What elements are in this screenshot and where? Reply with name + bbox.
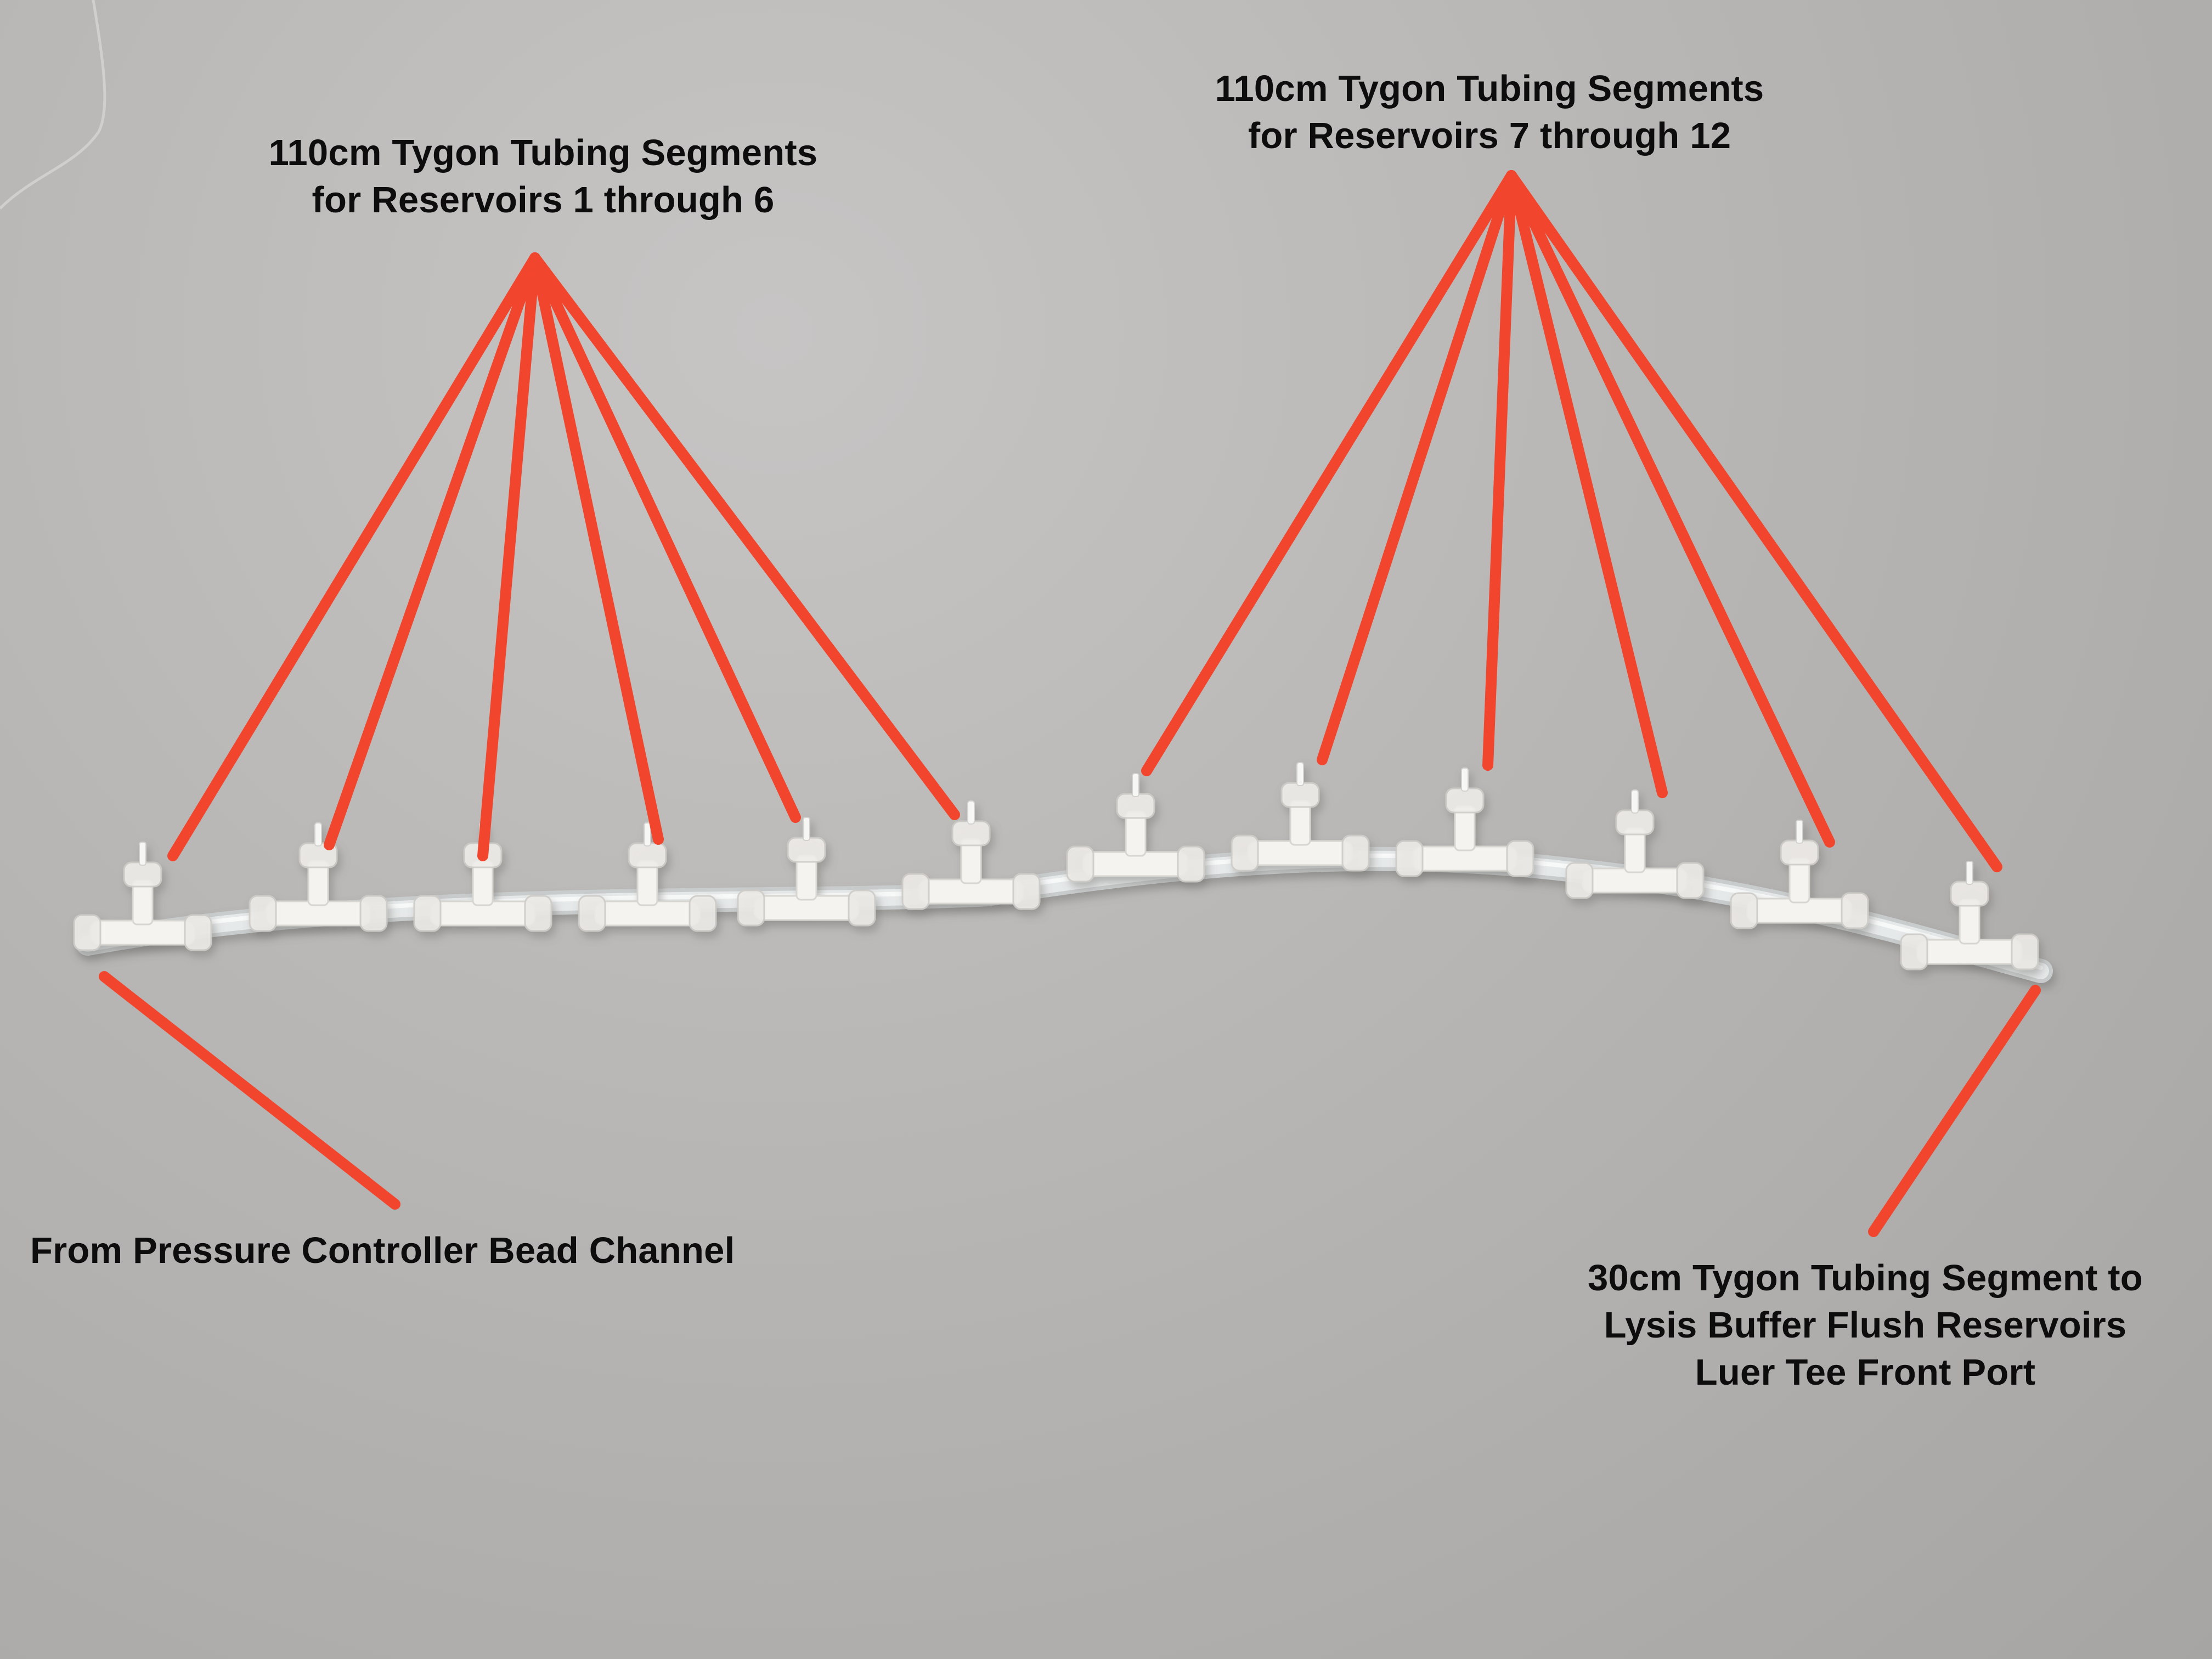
annotation-arrow (1506, 170, 2002, 872)
annotation-arrow (324, 252, 540, 850)
annotation-arrow (167, 252, 540, 861)
luer-tee-fitting (249, 822, 388, 932)
reservoirs-7-12-line2: for Reservoirs 7 through 12 (1248, 115, 1731, 156)
luer-tee-fitting (901, 800, 1041, 910)
reservoirs-1-6-line1: 110cm Tygon Tubing Segments (268, 132, 818, 173)
luer-tee-fitting (1231, 762, 1370, 872)
reservoirs-1-6-line2: for Reservoirs 1 through 6 (312, 179, 775, 221)
luer-tee-fitting (1730, 820, 1869, 929)
luer-tee-fitting (1900, 861, 2039, 970)
outlet-line1: 30cm Tygon Tubing Segment to (1588, 1257, 2143, 1299)
annotation-arrow (1317, 170, 1517, 765)
luer-tee-fitting (1066, 773, 1205, 883)
luer-tee-fittings (73, 762, 2039, 970)
annotation-arrow (1141, 170, 1517, 776)
reservoirs-7-12-line1: 110cm Tygon Tubing Segments (1215, 68, 1764, 109)
inlet-label: From Pressure Controller Bead Channel (30, 1227, 760, 1274)
luer-tee-fitting (1565, 789, 1705, 899)
annotation-arrow (1506, 170, 1668, 798)
stray-tubing (0, 0, 106, 210)
annotation-arrow (529, 252, 960, 820)
luer-tee-fitting (413, 822, 552, 932)
annotation-arrow (529, 252, 664, 845)
inlet-line1: From Pressure Controller Bead Channel (30, 1230, 735, 1271)
luer-tee-fitting (578, 822, 717, 932)
outlet-line2: Lysis Buffer Flush Reservoirs (1604, 1305, 2127, 1346)
annotation-arrow (1482, 170, 1517, 771)
annotation-arrow (477, 252, 540, 861)
luer-tee-fitting (73, 842, 212, 951)
annotation-arrows (99, 170, 2041, 1237)
outlet-line3: Luer Tee Front Port (1695, 1352, 2036, 1393)
annotation-arrow (529, 252, 801, 823)
annotation-arrow (1868, 985, 2041, 1237)
luer-tee-fitting (737, 817, 876, 927)
outlet-label: 30cm Tygon Tubing Segment to Lysis Buffe… (1550, 1255, 2181, 1396)
reservoirs-1-6-label: 110cm Tygon Tubing Segments for Reservoi… (241, 129, 845, 224)
annotation-arrow (1506, 170, 1835, 848)
reservoirs-7-12-label: 110cm Tygon Tubing Segments for Reservoi… (1188, 65, 1791, 160)
luer-tee-fitting (1395, 768, 1534, 877)
annotation-arrow (99, 971, 400, 1210)
